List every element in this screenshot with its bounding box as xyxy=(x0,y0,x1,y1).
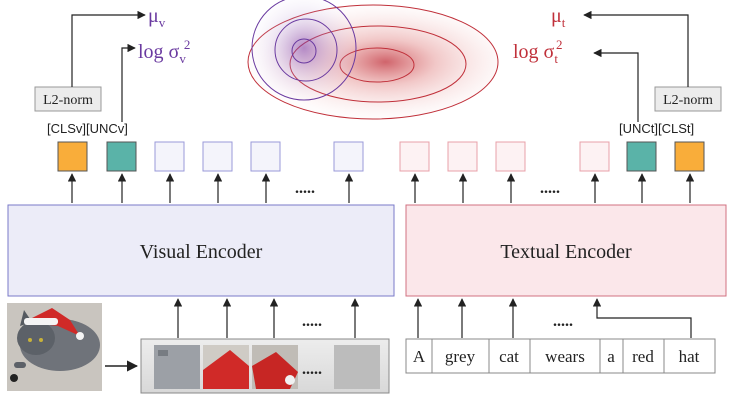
textual-mu-arrow xyxy=(583,10,689,87)
visual-head: μv log σv2 L2-norm [CLSv][UNCv] xyxy=(34,5,190,136)
distribution-ellipses xyxy=(247,0,499,120)
textual-mu-label: μt xyxy=(551,5,566,30)
hat-to-encoder-arrow xyxy=(592,298,692,338)
encoder-input-arrows xyxy=(173,298,692,338)
textual-logsigma-arrow xyxy=(593,48,639,122)
patch-ellipsis: ..... xyxy=(302,361,322,378)
textual-logsigma-label: log σt2 xyxy=(513,37,562,66)
word-label: A xyxy=(413,347,426,366)
santa-hat-pompom xyxy=(76,332,84,340)
textual-token xyxy=(447,141,478,172)
textual-unc-token xyxy=(626,141,657,172)
visual-encoder-box xyxy=(7,204,395,297)
textual-encoder-label: Textual Encoder xyxy=(500,241,632,263)
cat-paw xyxy=(14,362,26,368)
visual-distribution-inner xyxy=(291,38,317,64)
santa-hat-brim xyxy=(24,318,58,325)
word-box xyxy=(405,338,433,374)
visual-mu-label: μv xyxy=(148,5,166,30)
word-box xyxy=(529,338,601,374)
word-label: grey xyxy=(445,347,476,366)
textual-l2norm-label: L2-norm xyxy=(663,93,713,108)
visual-input-ellipsis: ..... xyxy=(302,313,322,330)
image-patch xyxy=(203,345,249,389)
cat-eye xyxy=(28,338,32,342)
visual-token xyxy=(333,141,364,172)
visual-token xyxy=(202,141,233,172)
cat-image xyxy=(7,303,102,391)
image-patch xyxy=(154,345,200,389)
textual-cls-token xyxy=(674,141,705,172)
textual-token xyxy=(579,141,610,172)
visual-l2norm-label: L2-norm xyxy=(43,93,93,108)
textual-token xyxy=(495,141,526,172)
cat-head xyxy=(17,321,55,355)
encoder-output-arrows xyxy=(67,173,695,203)
word-label: hat xyxy=(679,347,700,366)
textual-output-tokens: ..... xyxy=(399,141,705,197)
visual-unc-token xyxy=(106,141,137,172)
word-box xyxy=(488,338,531,374)
text-input: A grey cat wears a red hat xyxy=(405,338,716,374)
visual-cls-token xyxy=(57,141,88,172)
visual-logsigma-arrow xyxy=(121,43,136,122)
visual-logsigma-label: log σv2 xyxy=(138,37,190,66)
textual-encoder-box xyxy=(405,204,727,297)
image-patch xyxy=(334,345,380,389)
textual-token xyxy=(399,141,430,172)
visual-token-ellipsis: ..... xyxy=(295,180,315,197)
word-label: red xyxy=(632,347,654,366)
visual-token xyxy=(154,141,185,172)
visual-token xyxy=(250,141,281,172)
visual-encoder-label: Visual Encoder xyxy=(140,241,263,263)
visual-distribution-outer xyxy=(251,0,357,101)
word-label: wears xyxy=(545,347,585,366)
word-box xyxy=(663,338,716,374)
toy-ball xyxy=(10,374,18,382)
textual-unc-cls-label: [UNCt][CLSt] xyxy=(619,121,694,136)
visual-distribution-mid xyxy=(274,18,338,82)
textual-token-ellipsis: ..... xyxy=(540,180,560,197)
visual-l2norm-box xyxy=(34,86,102,112)
visual-cls-unc-label: [CLSv][UNCv] xyxy=(47,121,128,136)
textual-input-ellipsis: ..... xyxy=(553,313,573,330)
cat-eye xyxy=(39,338,43,342)
word-box xyxy=(431,338,490,374)
image-patch xyxy=(252,345,298,389)
word-label: a xyxy=(607,347,615,366)
textual-head: μt log σt2 L2-norm [UNCt][CLSt] xyxy=(513,5,722,136)
patches-strip: ..... xyxy=(140,338,390,394)
visual-output-tokens: ..... xyxy=(57,141,364,197)
visual-mu-arrow xyxy=(71,10,146,87)
word-box xyxy=(622,338,665,374)
word-label: cat xyxy=(499,347,519,366)
